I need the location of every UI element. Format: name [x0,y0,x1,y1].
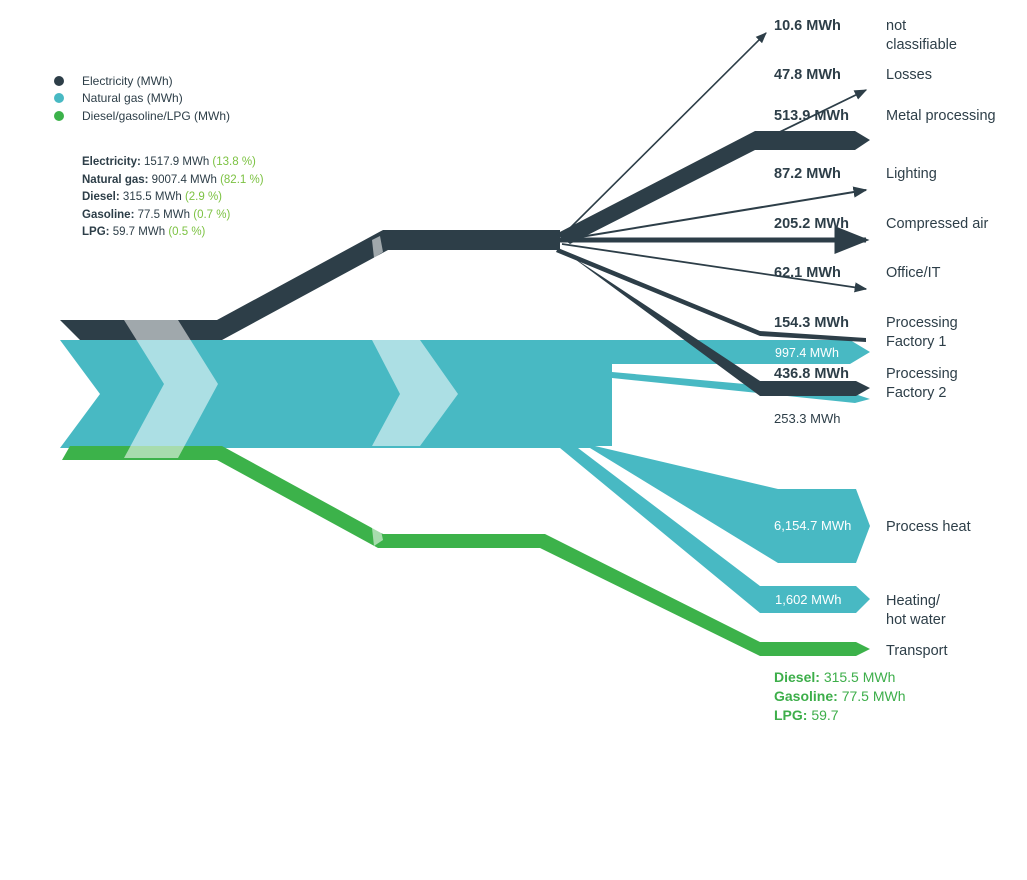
legend-item-fuel: Diesel/gasoline/LPG (MWh) [54,107,230,125]
legend-label: Electricity (MWh) [82,73,173,88]
legend: Electricity (MWh) Natural gas (MWh) Dies… [54,72,230,125]
electricity-branch-office-it [561,243,868,293]
transport-row-diesel: Diesel: 315.5 MWh [774,669,896,685]
target-label-not-classifiable: not classifiable [886,18,957,53]
value-label-compressed-air: 205.2 MWh [774,216,849,232]
target-label-losses: Losses [886,67,932,83]
value-label-lighting: 87.2 MWh [774,166,841,182]
fuel-flow-transport [62,446,870,656]
total-row-gasoline: Gasoline: 77.5 MWh (0.7 %) [82,208,231,221]
total-row-diesel: Diesel: 315.5 MWh (2.9 %) [82,191,223,203]
target-label-factory2: Processing Factory 2 [886,366,962,401]
value-label-metal-processing: 513.9 MWh [774,108,849,124]
gas-flow-main [60,340,870,613]
value-label-heating: 1,602 MWh [775,592,841,607]
chevron-overlay-elec [372,236,383,258]
energy-totals: Electricity: 1517.9 MWh (13.8 %) Natural… [82,154,264,242]
total-row-electricity: Electricity: 1517.9 MWh (13.8 %) [82,156,256,168]
value-label-factory1-elec: 154.3 MWh [774,315,849,331]
value-label-factory2-gas: 253.3 MWh [774,411,840,426]
legend-dot-fuel [54,110,64,121]
value-label-process-heat: 6,154.7 MWh [774,518,851,533]
electricity-branch-lighting [561,186,868,241]
legend-dot-electricity [54,75,64,86]
target-label-office-it: Office/IT [886,265,941,281]
value-label-losses: 47.8 MWh [774,67,841,83]
value-label-office-it: 62.1 MWh [774,265,841,281]
value-label-not-classifiable: 10.6 MWh [774,18,841,34]
legend-dot-natural-gas [54,93,64,104]
target-label-heating: Heating/ hot water [886,593,946,628]
total-row-lpg: LPG: 59.7 MWh (0.5 %) [82,226,206,238]
chevron-overlay-1 [124,320,218,458]
transport-row-lpg: LPG: 59.7 [774,707,839,723]
value-label-factory2-elec: 436.8 MWh [774,366,849,382]
target-label-factory1: Processing Factory 1 [886,315,962,350]
electricity-branch-not-classifiable [561,32,767,237]
legend-item-electricity: Electricity (MWh) [54,72,230,90]
electricity-branch-factory2 [556,246,870,396]
target-label-metal-processing: Metal processing [886,108,996,124]
transport-row-gasoline: Gasoline: 77.5 MWh [774,688,906,704]
legend-label: Natural gas (MWh) [82,91,183,106]
legend-label: Diesel/gasoline/LPG (MWh) [82,108,231,123]
electricity-branch-metal-processing [556,131,870,244]
total-row-natural-gas: Natural gas: 9007.4 MWh (82.1 %) [82,173,264,186]
target-label-transport: Transport [886,643,948,659]
transport-detail: Diesel: 315.5 MWh Gasoline: 77.5 MWh LPG… [774,668,906,725]
target-label-process-heat: Process heat [886,519,971,535]
chevron-overlay-fuel [372,526,383,546]
chevron-overlay-2 [372,340,458,446]
legend-item-natural-gas: Natural gas (MWh) [54,90,230,108]
target-label-compressed-air: Compressed air [886,216,989,232]
value-label-factory1-gas: 997.4 MWh [775,346,839,360]
electricity-flow-trunk [60,230,560,340]
target-label-lighting: Lighting [886,166,937,182]
